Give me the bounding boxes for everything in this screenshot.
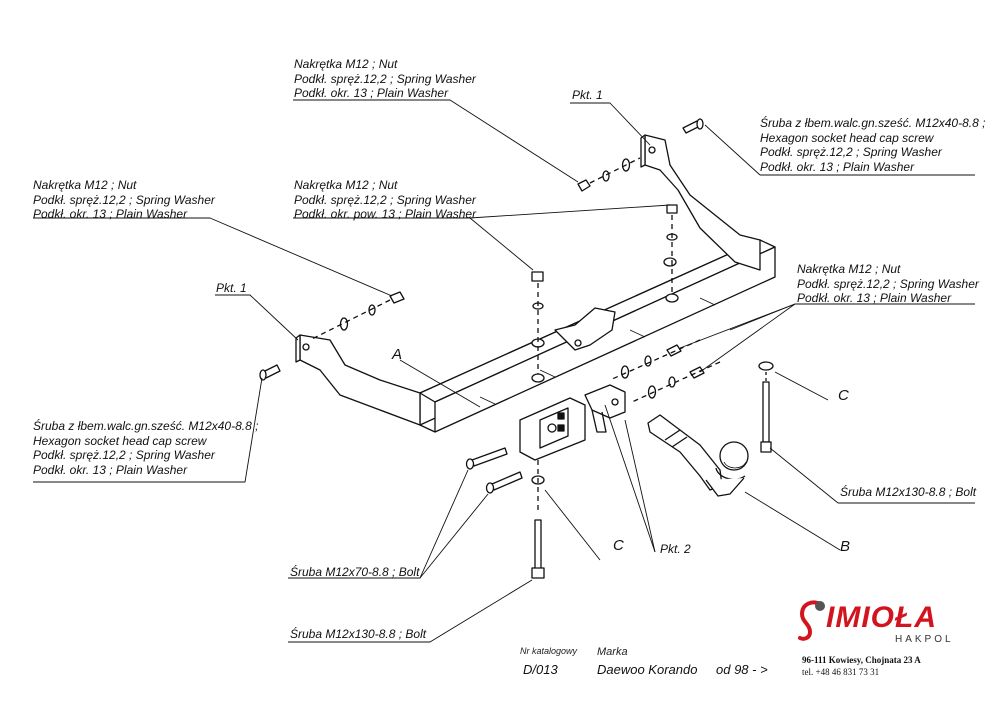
short-bolts	[465, 447, 523, 494]
callout-line: Podkł. spręż.12,2 ; Spring Washer	[760, 145, 942, 159]
catalog-number: D/013	[523, 662, 558, 677]
callout-line: Nakrętka M12 ; Nut	[294, 57, 398, 71]
company-phone: tel. +48 46 831 73 31	[802, 667, 880, 677]
bottom-long-bolt	[531, 460, 545, 579]
leader-lines	[33, 99, 975, 643]
callout-line: Podkł. okr. 13 ; Plain Washer	[294, 86, 449, 100]
brand-logo: IMIOŁA	[826, 601, 937, 634]
left-nut-stack	[309, 291, 405, 341]
point-label-pkt1-left: Pkt. 1	[216, 281, 247, 295]
brand-model: Daewoo Korando	[597, 662, 698, 677]
right-long-bolt	[758, 361, 774, 453]
callout-line: Podkł. okr. pow. 13 ; Plain Washer	[294, 207, 477, 221]
callout-nut-left: Nakrętka M12 ; Nut Podkł. spręż.12,2 ; S…	[33, 178, 215, 222]
callout-line: Śruba M12x70-8.8 ; Bolt	[290, 565, 420, 579]
center-left-bolt-stack	[531, 271, 545, 383]
part-letter-c-bottom: C	[613, 537, 624, 554]
callout-line: Podkł. spręż.12,2 ; Spring Washer	[797, 276, 979, 291]
callout-line: Nakrętka M12 ; Nut	[797, 262, 901, 276]
part-letter-c-right: C	[838, 387, 849, 404]
top-right-screw	[682, 118, 704, 134]
part-letter-b: B	[840, 538, 851, 555]
callout-line: Podkł. okr. 13 ; Plain Washer	[33, 207, 188, 221]
callout-line: Podkł. spręż.12,2 ; Spring Washer	[33, 448, 215, 462]
right-side-arm	[640, 134, 761, 271]
top-nut-stack	[577, 157, 641, 192]
callout-line: Śruba M12x130-8.8 ; Bolt	[840, 485, 977, 499]
callout-bolt-70: Śruba M12x70-8.8 ; Bolt	[290, 565, 419, 580]
callout-nut-right: Nakrętka M12 ; Nut Podkł. spręż.12,2 ; S…	[797, 262, 979, 306]
callout-nut-center: Nakrętka M12 ; Nut Podkł. spręż.12,2 ; S…	[294, 178, 476, 222]
callout-line: Hexagon socket head cap screw	[760, 130, 934, 145]
callout-line: Śruba z łbem.walc.gn.sześć. M12x40-8.8 ;	[33, 419, 259, 433]
callout-line: Nakrętka M12 ; Nut	[294, 178, 398, 192]
brand-label: Marka	[597, 646, 628, 658]
hitch-logo-icon	[798, 600, 825, 641]
callout-line: Nakrętka M12 ; Nut	[33, 178, 137, 192]
center-mount-bracket	[519, 307, 626, 461]
callout-screw-top-right: Śruba z łbem.walc.gn.sześć. M12x40-8.8 ;…	[760, 116, 985, 174]
part-letter-a: A	[392, 346, 403, 363]
callout-bolt-130-right: Śruba M12x130-8.8 ; Bolt	[840, 485, 976, 500]
callout-line: Podkł. spręż.12,2 ; Spring Washer	[33, 192, 215, 207]
callout-screw-left: Śruba z łbem.walc.gn.sześć. M12x40-8.8 ;…	[33, 419, 258, 477]
callout-line: Podkł. okr. 13 ; Plain Washer	[760, 159, 915, 174]
callout-line: Podkł. spręż.12,2 ; Spring Washer	[294, 192, 476, 207]
left-side-arm	[295, 334, 421, 426]
callout-line: Śruba z łbem.walc.gn.sześć. M12x40-8.8 ;	[760, 116, 986, 130]
callout-bolt-130-left: Śruba M12x130-8.8 ; Bolt	[290, 627, 426, 642]
callout-line: Podkł. okr. 13 ; Plain Washer	[33, 462, 188, 477]
point-label-pkt1-top: Pkt. 1	[572, 88, 603, 102]
company-address: 96-111 Kowiesy, Chojnata 23 A	[802, 655, 921, 665]
callout-line: Hexagon socket head cap screw	[33, 433, 207, 448]
brand-logo-sub: HAKPOL	[895, 634, 954, 645]
callout-nut-top: Nakrętka M12 ; Nut Podkł. spręż.12,2 ; S…	[294, 57, 476, 101]
left-screw	[259, 364, 281, 381]
right-nut-stack	[609, 339, 721, 403]
point-label-pkt2: Pkt. 2	[660, 542, 691, 556]
callout-line: Śruba M12x130-8.8 ; Bolt	[290, 627, 427, 641]
tow-ball-neck	[647, 414, 749, 497]
catalog-number-label: Nr katalogowy	[520, 646, 578, 656]
model-year-from: od 98 - >	[716, 662, 768, 677]
center-bolt-stack	[663, 204, 679, 303]
callout-line: Podkł. okr. 13 ; Plain Washer	[797, 291, 952, 305]
callout-line: Podkł. spręż.12,2 ; Spring Washer	[294, 71, 476, 86]
